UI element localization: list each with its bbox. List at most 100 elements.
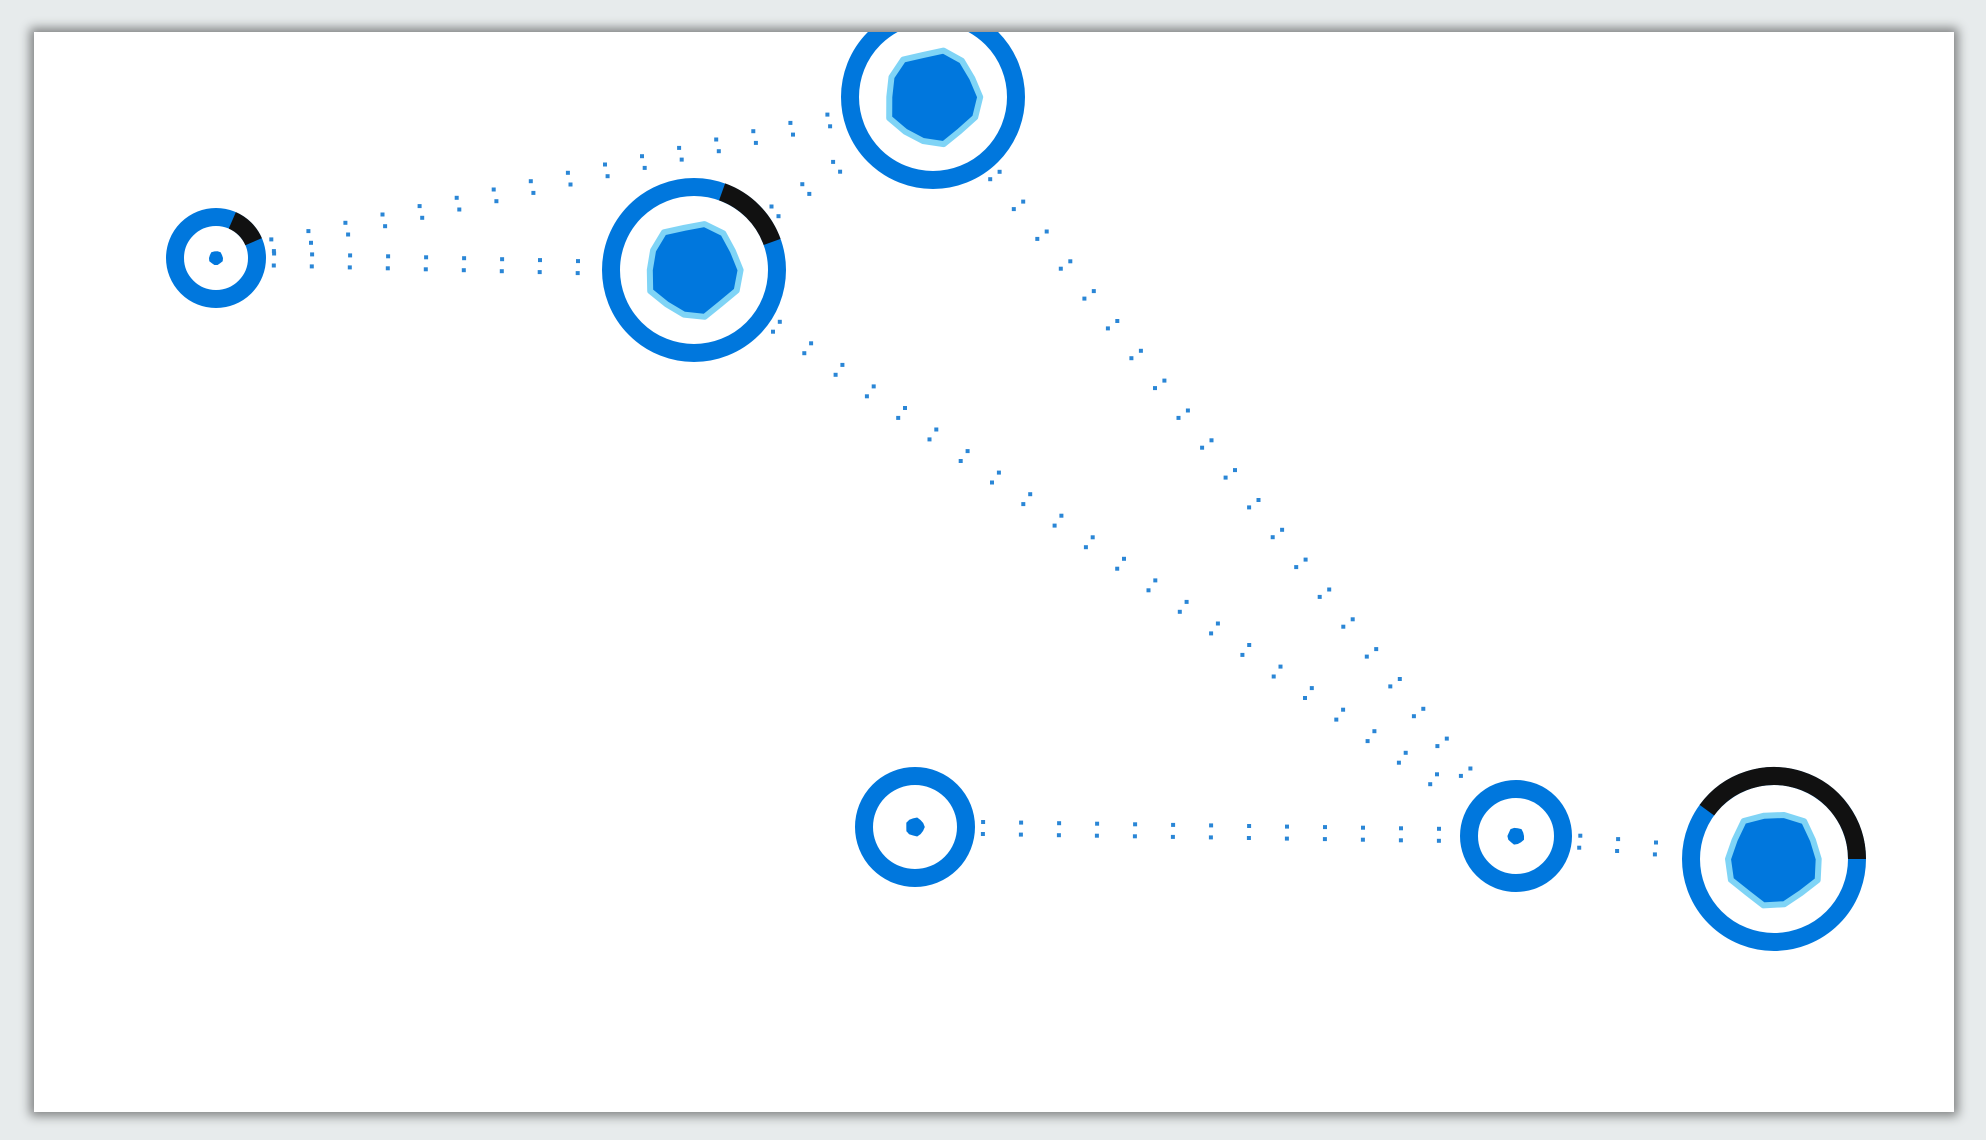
link-dot bbox=[576, 259, 580, 264]
link-dot bbox=[538, 258, 542, 263]
link-dot bbox=[833, 372, 838, 377]
link-b-c bbox=[769, 159, 843, 219]
link-dot bbox=[958, 459, 963, 463]
cell-core bbox=[906, 817, 925, 837]
link-dot bbox=[1615, 849, 1620, 853]
link-dot bbox=[1059, 513, 1064, 518]
link-dot bbox=[896, 415, 901, 420]
link-b-e bbox=[771, 319, 1439, 787]
cell-c[interactable] bbox=[841, 32, 1025, 189]
link-dot bbox=[1083, 545, 1088, 550]
link-dot bbox=[383, 224, 388, 229]
link-dot bbox=[642, 165, 647, 170]
link-dot bbox=[1184, 599, 1189, 604]
cell-neutral-arc bbox=[228, 212, 262, 246]
link-dot bbox=[1185, 408, 1190, 413]
link-dot bbox=[1256, 498, 1261, 502]
game-board[interactable] bbox=[34, 32, 1954, 1112]
link-dot bbox=[1403, 750, 1408, 755]
link-dot bbox=[1058, 266, 1063, 271]
link-dot bbox=[528, 179, 533, 184]
cell-e[interactable] bbox=[1460, 780, 1572, 892]
link-dot bbox=[605, 174, 610, 179]
link-dot bbox=[423, 267, 428, 272]
link-dot bbox=[1223, 475, 1228, 480]
link-dot bbox=[1270, 535, 1275, 540]
link-dot bbox=[1396, 760, 1401, 765]
link-dot bbox=[568, 182, 573, 187]
link-dot bbox=[980, 832, 985, 836]
link-dot bbox=[1616, 837, 1621, 842]
link-dot bbox=[347, 265, 352, 270]
cell-neutral-arc bbox=[1699, 767, 1866, 860]
link-dot bbox=[1428, 782, 1433, 787]
link-dot bbox=[777, 319, 782, 324]
link-dot bbox=[965, 449, 970, 454]
link-dot bbox=[1209, 823, 1214, 828]
cell-core bbox=[1507, 827, 1524, 845]
link-dot bbox=[1094, 833, 1099, 838]
link-dot bbox=[457, 207, 462, 212]
link-dot bbox=[269, 237, 274, 242]
link-a-c bbox=[269, 112, 833, 254]
link-dot bbox=[981, 820, 986, 824]
link-dot bbox=[1398, 838, 1403, 843]
link-dot bbox=[825, 112, 830, 117]
link-dot bbox=[807, 191, 812, 196]
cell-d[interactable] bbox=[855, 767, 975, 887]
link-dot bbox=[1285, 824, 1289, 829]
link-dot bbox=[1303, 557, 1308, 562]
link-dot bbox=[1436, 838, 1441, 843]
link-dot bbox=[1577, 845, 1582, 850]
link-dot bbox=[309, 240, 313, 245]
link-dot bbox=[1421, 706, 1426, 711]
links-layer bbox=[269, 112, 1658, 857]
link-dot bbox=[809, 341, 814, 346]
link-dot bbox=[990, 480, 994, 485]
link-dot bbox=[309, 264, 314, 269]
link-dot bbox=[1082, 296, 1087, 301]
link-dot bbox=[903, 406, 907, 410]
link-dot bbox=[575, 271, 580, 276]
link-dot bbox=[271, 263, 276, 268]
link-dot bbox=[537, 270, 542, 275]
link-dot bbox=[531, 190, 536, 195]
link-dot bbox=[1035, 236, 1040, 241]
link-dot bbox=[1176, 415, 1181, 420]
link-dot bbox=[751, 129, 756, 134]
link-dot bbox=[1374, 647, 1379, 652]
link-dot bbox=[1209, 438, 1214, 443]
link-dot bbox=[1399, 826, 1403, 831]
link-dot bbox=[1444, 736, 1449, 741]
link-dot bbox=[1652, 852, 1657, 857]
cell-a[interactable] bbox=[166, 208, 266, 308]
link-dot bbox=[1388, 684, 1393, 689]
link-dot bbox=[769, 204, 774, 209]
link-dot bbox=[1458, 773, 1463, 778]
link-dot bbox=[838, 169, 843, 174]
cell-b[interactable] bbox=[602, 178, 786, 362]
cells-layer bbox=[166, 32, 1866, 951]
link-dot bbox=[1233, 468, 1237, 473]
link-dot bbox=[1247, 643, 1252, 647]
link-dot bbox=[494, 199, 499, 204]
link-dot bbox=[1303, 696, 1307, 700]
link-dot bbox=[802, 351, 807, 356]
link-dot bbox=[1360, 837, 1365, 842]
link-dot bbox=[1240, 652, 1245, 657]
link-dot bbox=[1468, 766, 1473, 771]
link-dot bbox=[1365, 739, 1370, 744]
link-dot bbox=[791, 132, 795, 137]
link-dot bbox=[679, 157, 684, 162]
link-dot bbox=[1317, 594, 1322, 599]
link-dot bbox=[1435, 744, 1440, 749]
link-dot bbox=[864, 394, 869, 399]
link-dot bbox=[1397, 677, 1402, 681]
link-dot bbox=[1021, 199, 1026, 204]
link-dot bbox=[1019, 820, 1024, 825]
cell-f[interactable] bbox=[1682, 767, 1866, 951]
link-dot bbox=[1278, 664, 1283, 669]
link-dot bbox=[1327, 587, 1332, 592]
link-dot bbox=[1411, 714, 1416, 719]
link-dot bbox=[1129, 356, 1134, 361]
